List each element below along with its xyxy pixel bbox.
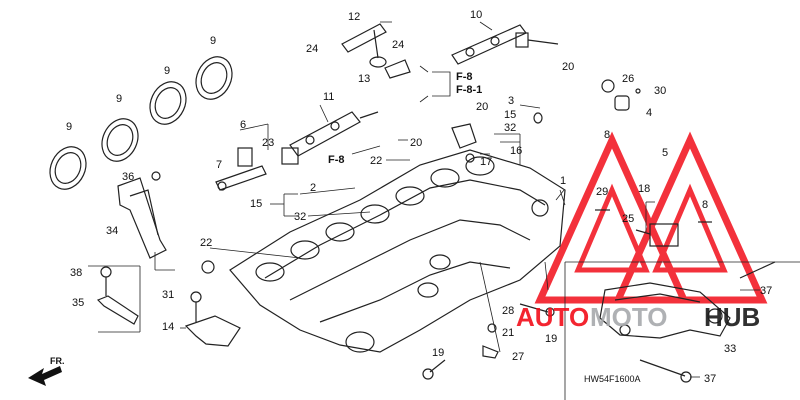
reference-label-f8: F-8	[456, 71, 473, 83]
callout-10: 10	[470, 9, 482, 21]
callout-7: 7	[216, 159, 222, 171]
fuel-rail-lower	[281, 111, 379, 165]
callout-11: 11	[323, 91, 334, 103]
bracket-35	[96, 266, 139, 325]
callout-15: 15	[504, 109, 516, 121]
callout-5: 5	[662, 147, 668, 159]
callout-26: 26	[622, 73, 634, 85]
callout-20: 20	[562, 61, 574, 73]
callout-numbers: 9 9 9 9 12 24 24 10 20 13 11 20 3 15 32 …	[66, 9, 772, 385]
callout-13: 13	[358, 73, 370, 85]
front-direction-arrow: FR.	[28, 356, 65, 386]
callout-24: 24	[306, 43, 318, 55]
bracket-33	[599, 282, 731, 339]
front-label: FR.	[50, 356, 65, 366]
callout-22: 22	[200, 237, 212, 249]
gasket-ring-4	[195, 56, 233, 100]
sensor-3	[451, 112, 543, 163]
callout-14: 14	[162, 321, 174, 333]
watermark-hub: HUB	[704, 302, 760, 332]
callout-9: 9	[164, 65, 170, 77]
callout-9: 9	[66, 121, 72, 133]
intake-manifold-body	[229, 149, 566, 353]
callout-16: 16	[510, 145, 522, 157]
diagram-code: HW54F1600A	[584, 374, 641, 384]
callout-38: 38	[70, 267, 82, 279]
callout-4: 4	[646, 107, 652, 119]
callout-8: 8	[702, 199, 708, 211]
callout-21: 21	[502, 327, 514, 339]
callout-8: 8	[604, 129, 610, 141]
fuel-pipe-joint	[341, 23, 411, 79]
callout-31: 31	[162, 289, 174, 301]
gasket-ring-2	[101, 118, 139, 162]
callout-3: 3	[508, 95, 514, 107]
reference-label-f8-lower: F-8	[328, 154, 345, 166]
callout-1: 1	[560, 175, 566, 187]
bolt-group	[151, 171, 776, 383]
callout-24: 24	[392, 39, 404, 51]
callout-15: 15	[250, 198, 262, 210]
watermark-text: AUTO MOTO HUB	[516, 302, 760, 332]
connector-18	[635, 223, 679, 247]
callout-17: 17	[480, 156, 492, 168]
callout-9: 9	[210, 35, 216, 47]
gasket-ring-1	[49, 146, 87, 190]
callout-33: 33	[724, 343, 736, 355]
callout-6: 6	[240, 119, 246, 131]
callout-19: 19	[432, 347, 444, 359]
callout-32: 32	[504, 122, 516, 134]
reference-label-f8-1: F-8-1	[456, 84, 482, 96]
sensor-assembly-right	[601, 79, 641, 111]
callout-18: 18	[638, 183, 650, 195]
callout-12: 12	[348, 11, 360, 23]
callout-29: 29	[596, 186, 608, 198]
callout-2: 2	[310, 182, 316, 194]
callout-25: 25	[622, 213, 634, 225]
callout-37: 37	[760, 285, 772, 297]
callout-30: 30	[654, 85, 666, 97]
callout-37: 37	[704, 373, 716, 385]
bracket-34	[117, 177, 167, 259]
callout-23: 23	[262, 137, 274, 149]
watermark-auto: AUTO	[516, 302, 589, 332]
callout-34: 34	[106, 225, 118, 237]
callout-20: 20	[410, 137, 422, 149]
bracket-14	[184, 291, 241, 347]
callout-22: 22	[370, 155, 382, 167]
callout-19: 19	[545, 333, 557, 345]
callout-32: 32	[294, 211, 306, 223]
callout-28: 28	[502, 305, 514, 317]
watermark-moto: MOTO	[590, 302, 668, 332]
callout-35: 35	[72, 297, 84, 309]
fuel-rail-upper	[451, 24, 559, 65]
callout-9: 9	[116, 93, 122, 105]
callout-27: 27	[512, 351, 524, 363]
injector-left	[215, 147, 267, 191]
watermark-logo	[534, 131, 768, 304]
gasket-ring-3	[149, 81, 187, 125]
leader-lines	[88, 21, 800, 400]
reference-box-f8	[419, 65, 451, 103]
callout-36: 36	[122, 171, 134, 183]
callout-20: 20	[476, 101, 488, 113]
